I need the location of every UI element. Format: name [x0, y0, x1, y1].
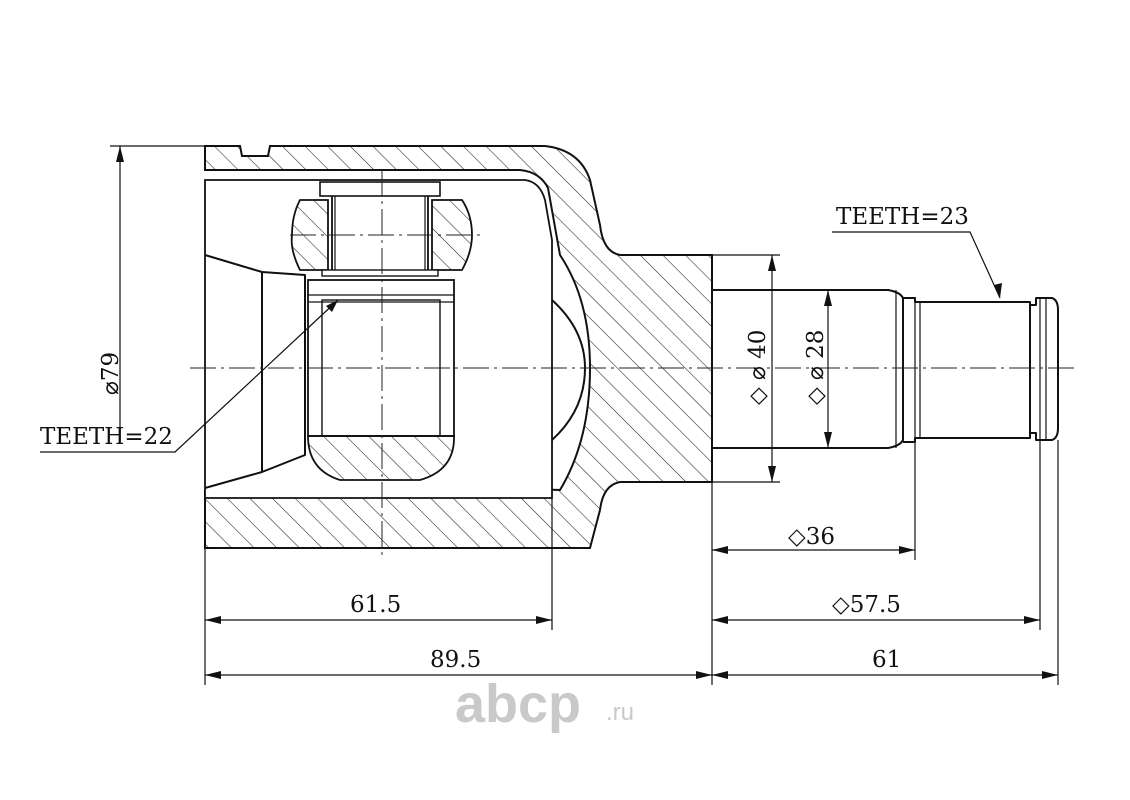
dim-spline-total: ◇57.5 [832, 592, 901, 618]
leader-teeth-22 [40, 299, 339, 453]
ball-recess [551, 299, 586, 441]
watermark-brand: abcp [455, 674, 581, 734]
dim-shaft-diameter-small: ◇ ⌀ 28 [803, 330, 829, 405]
spider-hub [307, 279, 455, 437]
watermark-logo: abcp .ru [455, 674, 634, 734]
spline-section [903, 297, 1031, 443]
dim-shaft-diameter-large: ◇ ⌀ 40 [745, 330, 771, 405]
label-teeth-inner: TEETH=22 [40, 424, 173, 450]
label-teeth-outer: TEETH=23 [836, 204, 969, 230]
inner-race-contour [204, 254, 306, 489]
dim-shaft-length: 61 [872, 647, 901, 673]
dim-body-length: 89.5 [430, 647, 481, 673]
watermark-suffix: .ru [606, 699, 634, 726]
dim-spline-short: ◇36 [788, 524, 835, 550]
dim-inner-length: 61.5 [350, 592, 401, 618]
dimension-lines [40, 145, 1059, 685]
shaft-tip [1030, 297, 1059, 441]
output-shaft [711, 289, 1059, 449]
roller-lower [307, 435, 455, 481]
leader-teeth-23 [832, 231, 1001, 299]
dim-outer-diameter: ⌀79 [98, 352, 124, 395]
needle-bearing [331, 194, 429, 274]
dimension-labels: ⌀79 ◇ ⌀ 40 ◇ ⌀ 28 ◇36 61.5 ◇57.5 89.5 61… [40, 204, 969, 673]
shaft-step [711, 289, 904, 449]
